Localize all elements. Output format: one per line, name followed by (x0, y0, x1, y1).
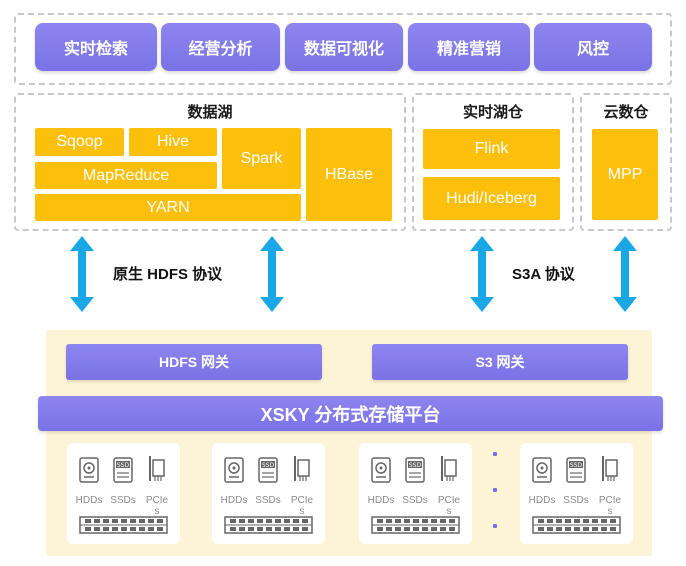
app-business-analysis: 经营分析 (161, 23, 280, 71)
hdd-label: HDDs (220, 495, 248, 506)
bidirectional-arrow-icon (470, 236, 494, 312)
ssd-label: SSDs (255, 495, 281, 506)
pcie-icon (149, 456, 165, 481)
hdd-icon (371, 457, 391, 483)
app-precision-marketing: 精准营销 (408, 23, 530, 71)
ssd-icon: SSD (258, 457, 278, 483)
ssd-icon: SSD (113, 457, 133, 483)
s3a-protocol-label: S3A 协议 (512, 266, 575, 283)
app-risk-control: 风控 (534, 23, 652, 71)
server-rack-icon (224, 516, 313, 534)
pcie-icon (441, 456, 457, 481)
pcie-icon (602, 456, 618, 481)
svg-text:SSD: SSD (570, 462, 583, 469)
ssd-label: SSDs (110, 495, 136, 506)
component-mpp: MPP (592, 129, 658, 220)
realtime-lake-title: 实时湖仓 (462, 104, 523, 121)
hdd-label: HDDs (367, 495, 395, 506)
app-data-visualization: 数据可视化 (285, 23, 403, 71)
ssd-label: SSDs (563, 495, 589, 506)
bidirectional-arrow-icon (260, 236, 284, 312)
app-realtime-search: 实时检索 (35, 23, 157, 71)
bidirectional-arrow-icon (70, 236, 94, 312)
component-sqoop: Sqoop (35, 128, 124, 156)
cloud-warehouse-frame (580, 93, 672, 231)
hdfs-protocol-label: 原生 HDFS 协议 (113, 266, 223, 283)
svg-text:SSD: SSD (117, 462, 130, 469)
ellipsis-dot (493, 488, 497, 492)
component-hive: Hive (129, 128, 217, 156)
ellipsis-dot (493, 452, 497, 456)
svg-text:SSD: SSD (409, 462, 422, 469)
hdd-icon (532, 457, 552, 483)
data-lake-frame (14, 93, 406, 231)
component-hbase: HBase (306, 128, 392, 221)
ssd-icon: SSD (405, 457, 425, 483)
component-flink: Flink (423, 129, 560, 169)
component-hudi-iceberg: Hudi/Iceberg (423, 177, 560, 220)
storage-platform-bar: XSKY 分布式存储平台 (38, 396, 663, 431)
hdd-label: HDDs (528, 495, 556, 506)
cloud-warehouse-title: 云数仓 (603, 104, 649, 121)
server-rack-icon (371, 516, 460, 534)
component-mapreduce: MapReduce (35, 162, 217, 189)
s3-gateway: S3 网关 (372, 344, 628, 380)
hdd-icon (79, 457, 99, 483)
component-yarn: YARN (35, 194, 301, 221)
svg-text:SSD: SSD (262, 462, 275, 469)
server-rack-icon (79, 516, 168, 534)
hdfs-gateway: HDFS 网关 (66, 344, 322, 380)
ellipsis-dot (493, 524, 497, 528)
ssd-icon: SSD (566, 457, 586, 483)
bidirectional-arrow-icon (613, 236, 637, 312)
pcie-icon (294, 456, 310, 481)
realtime-lake-frame (412, 93, 574, 231)
applications-frame (14, 13, 672, 85)
ssd-label: SSDs (402, 495, 428, 506)
hdd-label: HDDs (75, 495, 103, 506)
component-spark: Spark (222, 128, 301, 189)
hdd-icon (224, 457, 244, 483)
server-rack-icon (532, 516, 621, 534)
data-lake-title: 数据湖 (187, 104, 233, 121)
